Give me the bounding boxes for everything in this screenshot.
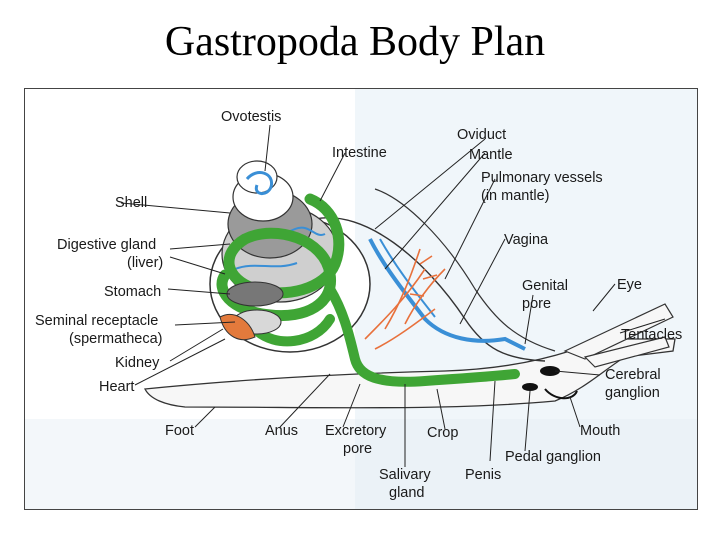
label-stomach: Stomach bbox=[104, 284, 161, 300]
label-shell: Shell bbox=[115, 195, 147, 211]
label-genital-pore-sub: pore bbox=[522, 296, 551, 312]
label-penis: Penis bbox=[465, 467, 501, 483]
pedal-ganglion bbox=[522, 383, 538, 391]
oviduct-duct-2 bbox=[379, 238, 436, 318]
foot-outline bbox=[143, 338, 676, 409]
label-intestine: Intestine bbox=[332, 145, 387, 161]
label-genital-pore: Genital bbox=[522, 278, 568, 294]
label-cerebral-ganglion-sub: ganglion bbox=[605, 385, 660, 401]
label-ovotestis: Ovotestis bbox=[221, 109, 281, 125]
label-excretory-pore: Excretory bbox=[325, 423, 387, 439]
intestine-tube bbox=[325, 284, 520, 387]
label-tentacles: Tentacles bbox=[621, 327, 682, 343]
cerebral-ganglion bbox=[540, 366, 560, 376]
label-seminal-receptacle-sub: (spermatheca) bbox=[69, 331, 162, 347]
label-kidney: Kidney bbox=[115, 355, 160, 371]
digestive-gland-squiggle-2 bbox=[234, 262, 298, 270]
kidney bbox=[219, 314, 256, 341]
label-digestive-gland-sub: (liver) bbox=[127, 255, 163, 271]
slide-title: Gastropoda Body Plan bbox=[164, 19, 546, 65]
stomach bbox=[226, 281, 284, 307]
label-pedal-ganglion: Pedal ganglion bbox=[505, 449, 601, 465]
label-excretory-pore-sub: pore bbox=[343, 441, 372, 457]
snail-illustration: Ovotestis Intestine Oviduct Mantle Pulmo… bbox=[25, 89, 697, 509]
label-eye: Eye bbox=[617, 277, 642, 293]
label-oviduct: Oviduct bbox=[457, 127, 506, 143]
label-seminal-receptacle: Seminal receptacle bbox=[35, 313, 158, 329]
mantle-edge bbox=[374, 188, 556, 352]
label-crop: Crop bbox=[427, 425, 458, 441]
label-salivary-gland-sub: gland bbox=[389, 485, 424, 501]
mantle-outline bbox=[314, 217, 546, 362]
ovotestis-swirl bbox=[245, 171, 274, 195]
label-pulmonary-vessels: Pulmonary vessels bbox=[481, 170, 603, 186]
mouth bbox=[544, 388, 578, 400]
label-cerebral-ganglion: Cerebral bbox=[605, 367, 661, 383]
label-heart: Heart bbox=[99, 379, 134, 395]
pulmonary-vessels bbox=[364, 248, 446, 350]
label-pulmonary-vessels-sub: (in mantle) bbox=[481, 188, 550, 204]
snail-diagram: Ovotestis Intestine Oviduct Mantle Pulmo… bbox=[24, 88, 698, 510]
label-foot: Foot bbox=[165, 423, 194, 439]
label-mouth: Mouth bbox=[580, 423, 620, 439]
label-salivary-gland: Salivary bbox=[379, 467, 431, 483]
label-digestive-gland: Digestive gland bbox=[57, 237, 156, 253]
label-mantle: Mantle bbox=[469, 147, 513, 163]
label-anus: Anus bbox=[265, 423, 298, 439]
tentacle-lower bbox=[583, 336, 670, 368]
tentacle-upper bbox=[563, 303, 674, 360]
background-wash-lower bbox=[25, 419, 697, 509]
label-vagina: Vagina bbox=[504, 232, 549, 248]
leader-lines bbox=[120, 124, 666, 467]
